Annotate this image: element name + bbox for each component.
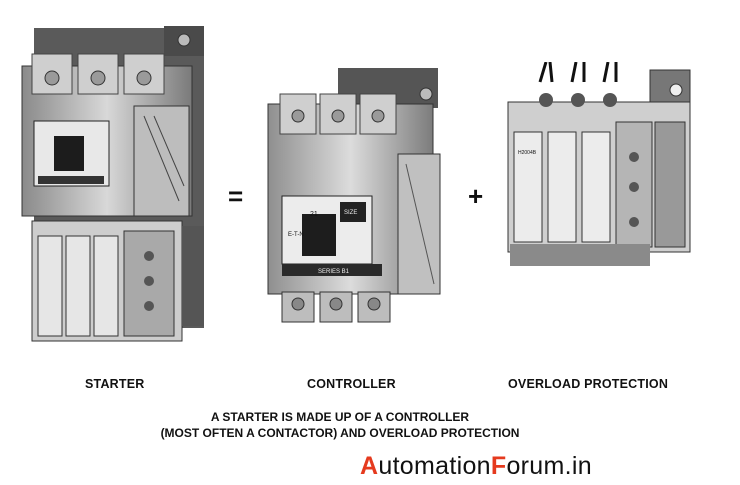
controller-label: CONTROLLER [307, 377, 396, 391]
overload-model-mark: H2004B [518, 150, 537, 156]
brand-logo: AutomationForum.in [360, 452, 592, 481]
plus-sign: + [468, 181, 484, 211]
brand-initial-a: A [360, 452, 379, 480]
brand-word-forum: orum.in [506, 452, 592, 480]
controller-image: 21 SIZE E-T-N SERIES B1 [267, 68, 441, 323]
controller-series-mark: SERIES B1 [318, 269, 350, 275]
equals-sign: = [228, 181, 244, 211]
overload-protection-label: OVERLOAD PROTECTION [508, 377, 669, 391]
brand-initial-f: F [490, 452, 507, 480]
controller-brand-mark: E-T-N [288, 232, 304, 238]
starter-label: STARTER [85, 377, 145, 391]
caption-line-2: (MOST OFTEN A CONTACTOR) AND OVERLOAD PR… [160, 426, 520, 440]
controller-size-label: SIZE [344, 210, 357, 216]
starter-image [21, 26, 204, 342]
overload-image: H2004B [507, 62, 691, 266]
caption-line-1: A STARTER IS MADE UP OF A CONTROLLER [210, 410, 470, 424]
brand-word-automation: utomation [378, 452, 491, 480]
controller-size-number: 21 [310, 211, 318, 218]
